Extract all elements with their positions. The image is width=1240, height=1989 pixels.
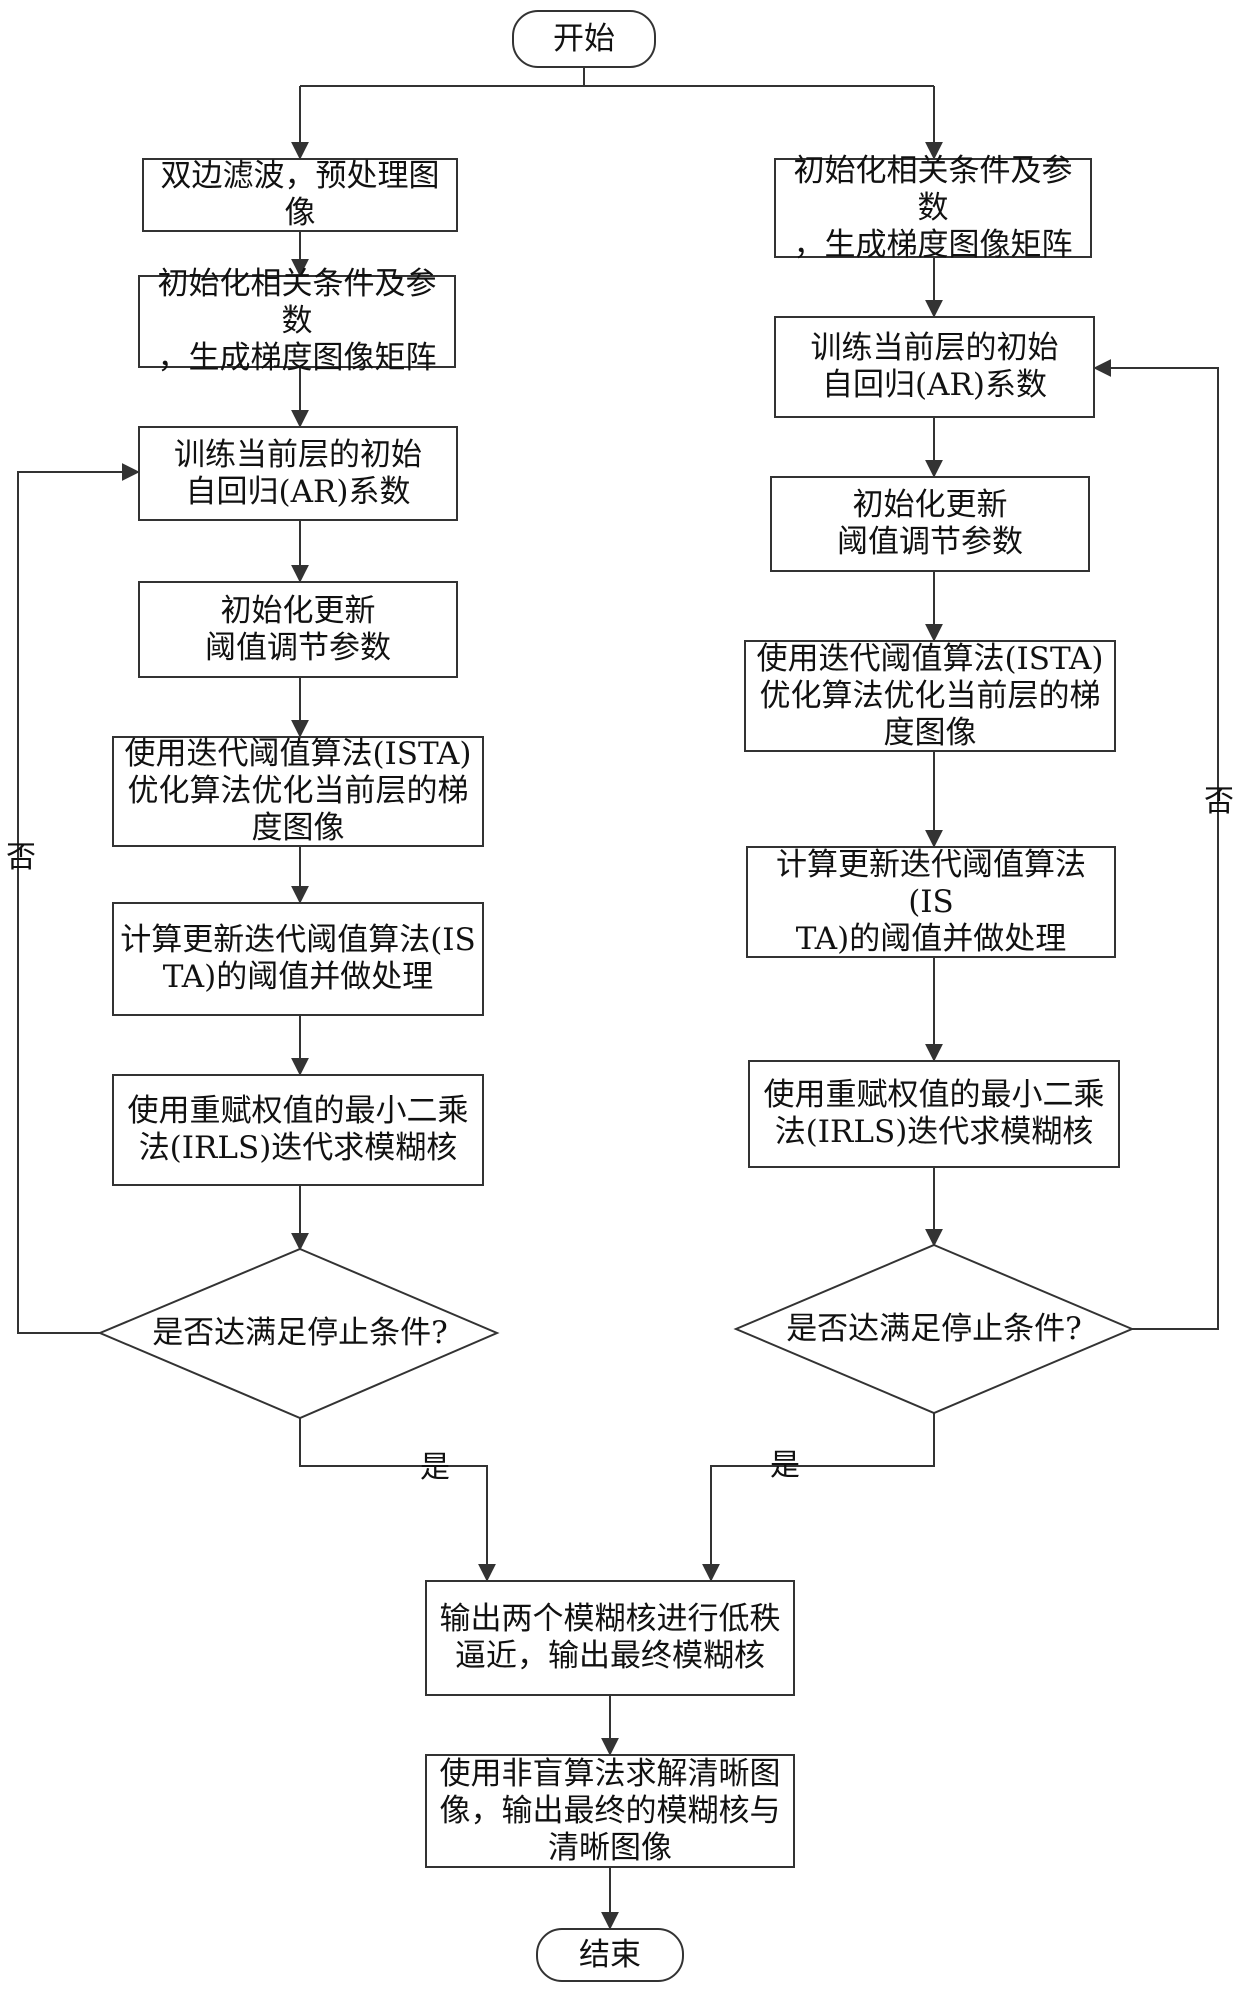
- left-ista-box: 使用迭代阈值算法(ISTA) 优化算法优化当前层的梯 度图像: [112, 736, 484, 847]
- right-train-box: 训练当前层的初始 自回归(AR)系数: [774, 316, 1095, 418]
- right-yes-label: 是: [770, 1448, 800, 1483]
- edge-right-no-loop: [1093, 359, 1219, 1330]
- deblur-box: 使用非盲算法求解清晰图 像，输出最终的模糊核与 清晰图像: [425, 1754, 795, 1868]
- edge-right-yes: [702, 1413, 935, 1582]
- right-ista-box: 使用迭代阈值算法(ISTA) 优化算法优化当前层的梯 度图像: [744, 640, 1116, 752]
- end-terminator: 结束: [536, 1928, 684, 1982]
- right-decision-label: 是否达满足停止条件?: [786, 1310, 1082, 1347]
- left-calc-box: 计算更新迭代阈值算法(IS TA)的阈值并做处理: [112, 902, 484, 1016]
- left-preprocess-box: 双边滤波，预处理图像: [142, 158, 458, 232]
- edge-left-no-loop: [17, 463, 140, 1334]
- left-no-label: 否: [6, 840, 36, 875]
- left-irls-box: 使用重赋权值的最小二乘 法(IRLS)迭代求模糊核: [112, 1074, 484, 1186]
- right-no-label: 否: [1204, 784, 1234, 819]
- right-calc-box: 计算更新迭代阈值算法(IS TA)的阈值并做处理: [746, 846, 1116, 958]
- right-irls-box: 使用重赋权值的最小二乘 法(IRLS)迭代求模糊核: [748, 1060, 1120, 1168]
- left-train-box: 训练当前层的初始 自回归(AR)系数: [138, 426, 458, 521]
- start-terminator: 开始: [512, 10, 656, 68]
- merge-box: 输出两个模糊核进行低秩 逼近，输出最终模糊核: [425, 1580, 795, 1696]
- left-init-box: 初始化相关条件及参数 ，生成梯度图像矩阵: [138, 266, 456, 376]
- right-init-update-box: 初始化更新 阈值调节参数: [770, 476, 1090, 572]
- left-yes-label: 是: [420, 1450, 450, 1485]
- left-init-update-box: 初始化更新 阈值调节参数: [138, 581, 458, 678]
- left-decision-label: 是否达满足停止条件?: [152, 1314, 448, 1351]
- edge-left-yes: [299, 1418, 496, 1582]
- right-init-box: 初始化相关条件及参数 ，生成梯度图像矩阵: [774, 153, 1092, 263]
